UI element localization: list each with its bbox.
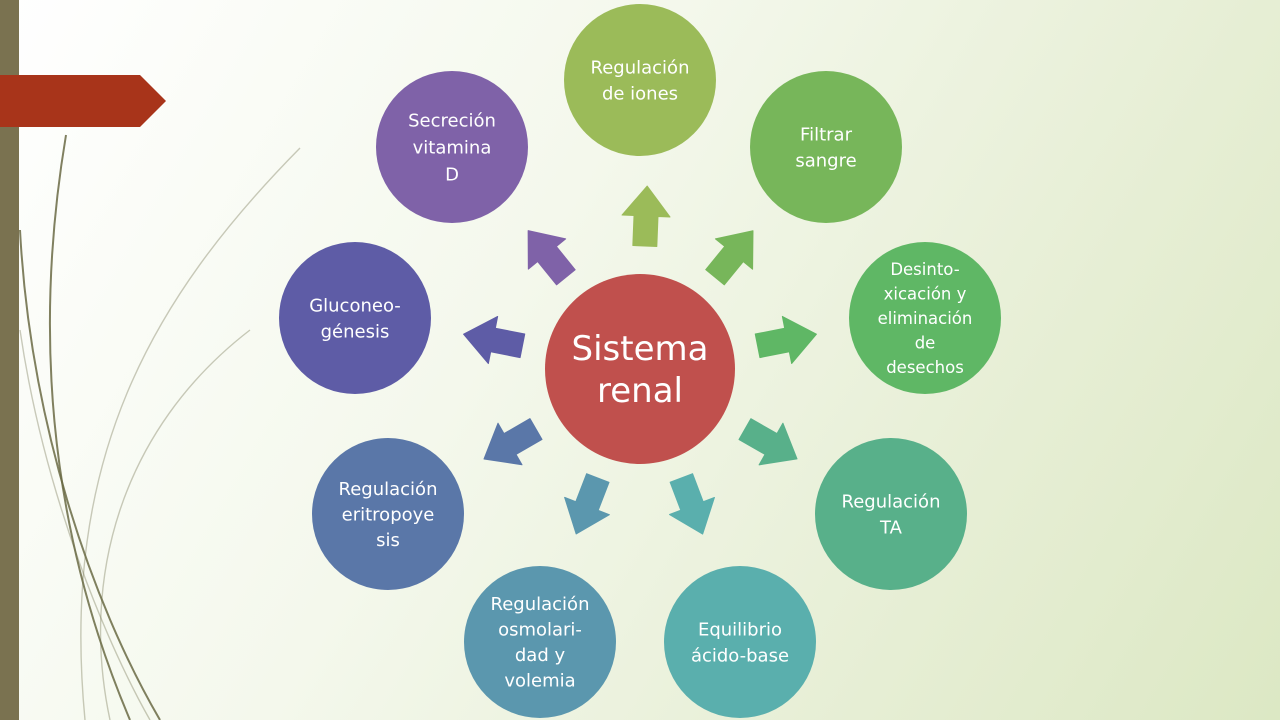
node-label-line: dad y xyxy=(515,645,566,666)
decorative-swoosh xyxy=(19,329,151,720)
left-side-bar xyxy=(0,0,19,720)
node-circle xyxy=(564,4,716,156)
node-label-line: génesis xyxy=(321,321,390,342)
node-label-line: sangre xyxy=(795,150,856,171)
arrow-shape xyxy=(754,315,817,365)
node-label-line: Regulación xyxy=(591,57,690,78)
node-label-line: osmolari- xyxy=(498,620,582,641)
node-label-line: Secreción xyxy=(408,110,496,131)
node-equilibrio-acido-base: Equilibrio ácido-base xyxy=(664,566,816,718)
arrow-to-regulacion-osmolaridad xyxy=(564,473,610,535)
node-circle xyxy=(464,566,616,718)
arrow-shape xyxy=(669,473,715,535)
arrow-to-regulacion-ta xyxy=(738,418,798,466)
node-circle xyxy=(312,438,464,590)
arrow-shape xyxy=(527,230,576,286)
node-label-line: vitamina xyxy=(413,137,492,158)
center-label-line: Sistema xyxy=(572,329,709,369)
node-label-line: Regulación xyxy=(339,479,438,500)
center-circle xyxy=(545,274,735,464)
node-filtrar-sangre: Filtrar sangre xyxy=(750,71,902,223)
node-label-line: Gluconeo- xyxy=(309,295,401,316)
node-label-line: Regulación xyxy=(491,594,590,615)
arrow-shape xyxy=(463,315,526,365)
arrow-shape xyxy=(564,473,610,535)
decorative-swoosh xyxy=(80,147,301,720)
node-circle xyxy=(279,242,431,394)
decorative-arrow-tab xyxy=(0,75,166,127)
node-label-line: volemia xyxy=(504,671,575,692)
arrow-to-gluconeogenesis xyxy=(463,315,526,365)
decorative-swoosh xyxy=(48,134,131,720)
decorative-background xyxy=(0,0,301,720)
node-circle xyxy=(750,71,902,223)
node-label-line: ácido-base xyxy=(691,645,789,666)
center-label-line: renal xyxy=(597,371,683,411)
node-label-line: de xyxy=(915,333,936,352)
node-regulacion-iones: Regulación de iones xyxy=(564,4,716,156)
node-label-line: sis xyxy=(376,530,400,551)
arrow-shape xyxy=(483,418,543,466)
node-label-line: desechos xyxy=(886,358,964,377)
arrow-to-secrecion-vitamina-d xyxy=(527,230,576,286)
arrow-to-equilibrio-acido-base xyxy=(669,473,715,535)
node-circle xyxy=(664,566,816,718)
arrow-to-filtrar-sangre xyxy=(705,230,754,286)
node-gluconeogenesis: Gluconeo-génesis xyxy=(279,242,431,394)
arrow-to-regulacion-iones xyxy=(621,185,671,247)
arrow-shape xyxy=(621,185,671,247)
node-desintoxicacion: Desinto-xicación y eliminación de desechos xyxy=(849,242,1001,394)
arrow-shape xyxy=(705,230,754,286)
node-label-line: eliminación xyxy=(878,309,973,328)
node-label-line: eritropoye xyxy=(342,504,435,525)
arrow-to-desintoxicacion xyxy=(754,315,817,365)
arrow-to-regulacion-eritropoyesis xyxy=(483,418,543,466)
decorative-swoosh xyxy=(19,229,161,720)
node-label-line: Regulación xyxy=(842,491,941,512)
node-label-line: Equilibrio xyxy=(698,619,782,640)
node-label-line: TA xyxy=(879,517,903,538)
arrow-shape xyxy=(738,418,798,466)
node-label-line: Filtrar xyxy=(800,124,853,145)
node-circle xyxy=(376,71,528,223)
node-circle xyxy=(849,242,1001,394)
node-regulacion-osmolaridad: Regulación osmolari-dad y volemia xyxy=(464,566,616,718)
arrow-ring xyxy=(463,185,817,535)
node-label-line: Desinto- xyxy=(890,260,959,279)
node-regulacion-eritropoyesis: Regulación eritropoye sis xyxy=(312,438,464,590)
decorative-swoosh xyxy=(99,329,251,720)
node-label-line: xicación y xyxy=(884,284,967,303)
node-circle xyxy=(815,438,967,590)
node-label-line: D xyxy=(445,164,459,185)
node-label-line: de iones xyxy=(602,83,678,104)
